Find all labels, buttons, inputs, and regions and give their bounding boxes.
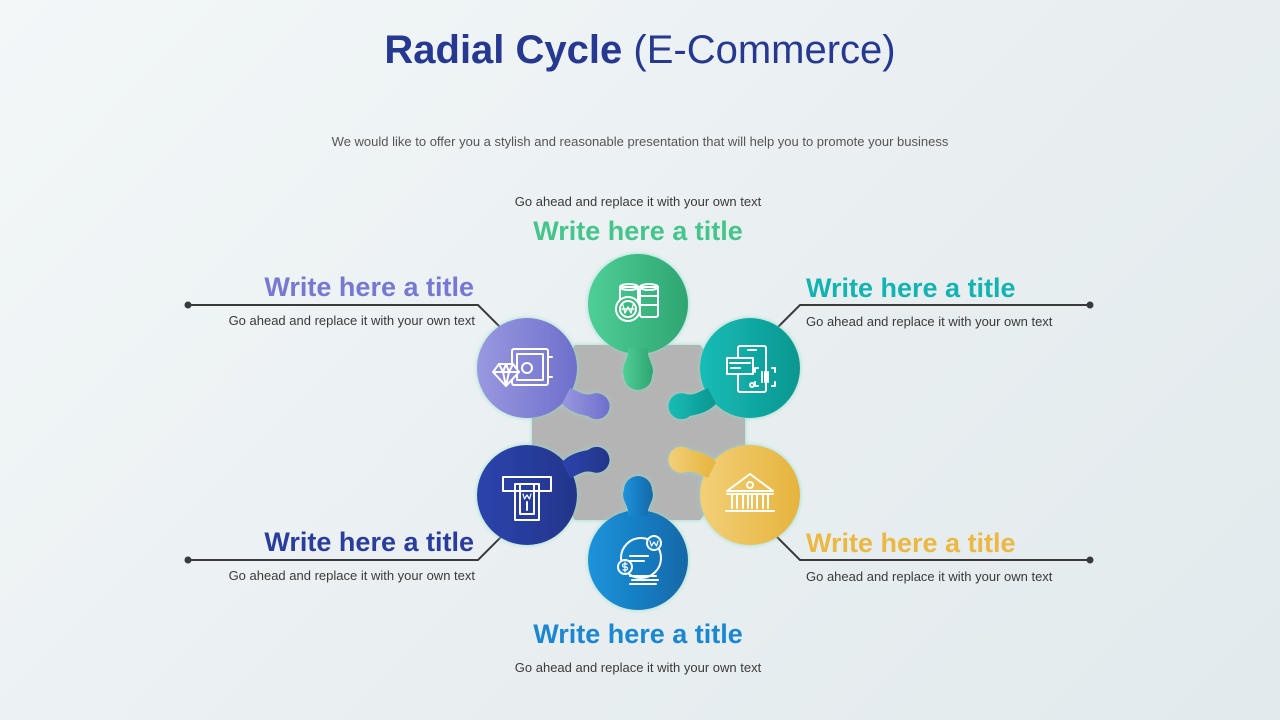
connector-dot — [1086, 556, 1094, 564]
item-top-title: Write here a title — [533, 216, 743, 246]
item-top-desc: Go ahead and replace it with your own te… — [514, 194, 762, 209]
hub-shape — [532, 345, 745, 520]
connector-dot — [184, 301, 192, 309]
item-bottom-title: Write here a title — [533, 619, 743, 649]
title-main: Radial Cycle — [384, 28, 623, 72]
bank-icon — [725, 473, 775, 512]
item-upper-right-title: Write here a title — [806, 273, 1016, 303]
coins-won-icon — [615, 283, 659, 322]
safe-diamond-icon — [492, 348, 553, 387]
connector-lines — [188, 304, 1090, 561]
page-subtitle: We would like to offer you a stylish and… — [331, 134, 949, 149]
item-upper-right-desc: Go ahead and replace it with your own te… — [806, 314, 1053, 329]
title-sub: (E-Commerce) — [633, 28, 896, 72]
connector-lower-right — [767, 527, 1090, 561]
item-upper-left-title: Write here a title — [264, 272, 474, 302]
item-upper-left-desc: Go ahead and replace it with your own te… — [228, 313, 475, 328]
atm-withdraw-icon — [502, 476, 552, 521]
item-bottom-desc: Go ahead and replace it with your own te… — [514, 660, 762, 675]
item-lower-right-desc: Go ahead and replace it with your own te… — [806, 569, 1053, 584]
petal-upper-left — [477, 318, 610, 420]
connector-upper-left — [188, 304, 511, 338]
item-lower-left-title: Write here a title — [264, 527, 474, 557]
connector-lower-left — [188, 527, 511, 561]
connector-upper-right — [767, 304, 1090, 338]
connector-dot — [184, 556, 192, 564]
item-lower-right-title: Write here a title — [806, 528, 1016, 558]
page-title: Radial Cycle (E-Commerce) — [0, 28, 1280, 73]
item-lower-left-desc: Go ahead and replace it with your own te… — [228, 568, 475, 583]
mobile-payment-icon — [726, 345, 776, 393]
currency-exchange-icon — [617, 535, 662, 585]
connector-dot — [1086, 301, 1094, 309]
